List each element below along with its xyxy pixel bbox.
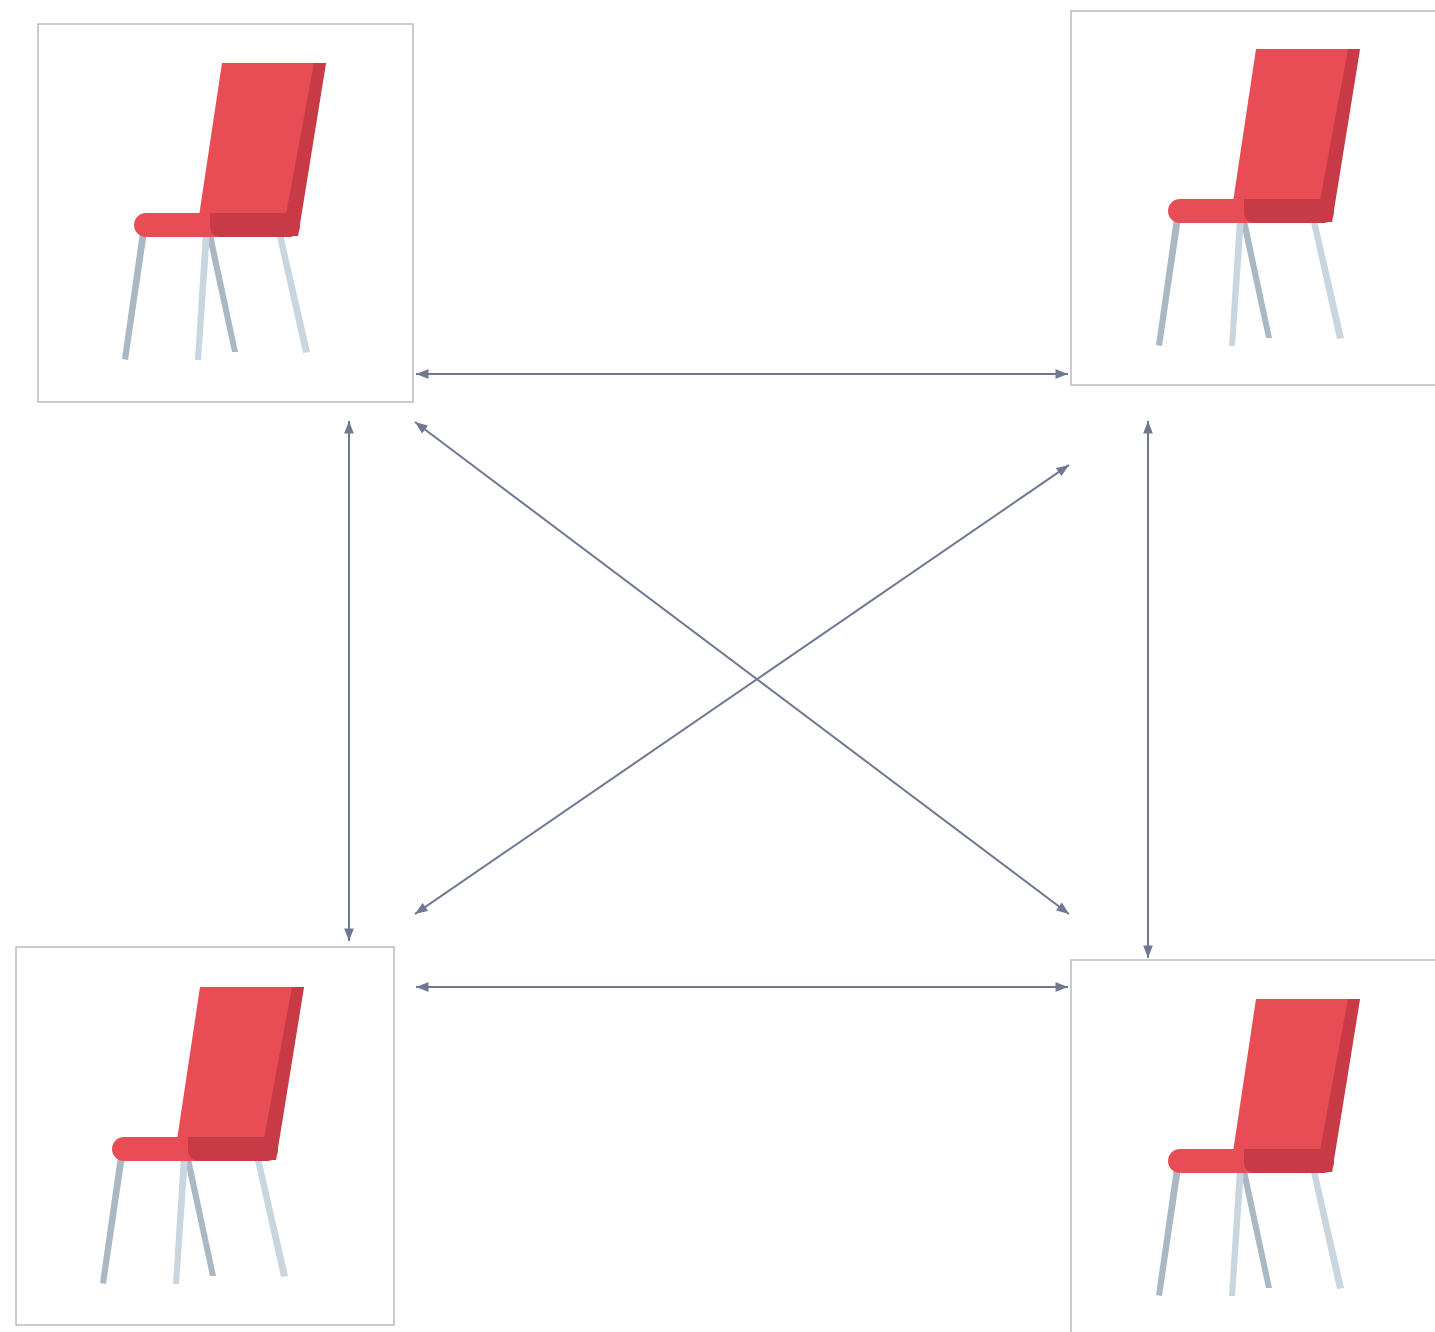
node-chair-top-left — [38, 24, 413, 402]
node-chair-bottom-left — [16, 947, 394, 1325]
edge-top-left-bottom-right — [415, 422, 1069, 914]
node-chair-top-right — [1071, 11, 1435, 385]
node-chair-bottom-right — [1071, 960, 1435, 1332]
edge-top-right-bottom-left — [415, 465, 1069, 914]
